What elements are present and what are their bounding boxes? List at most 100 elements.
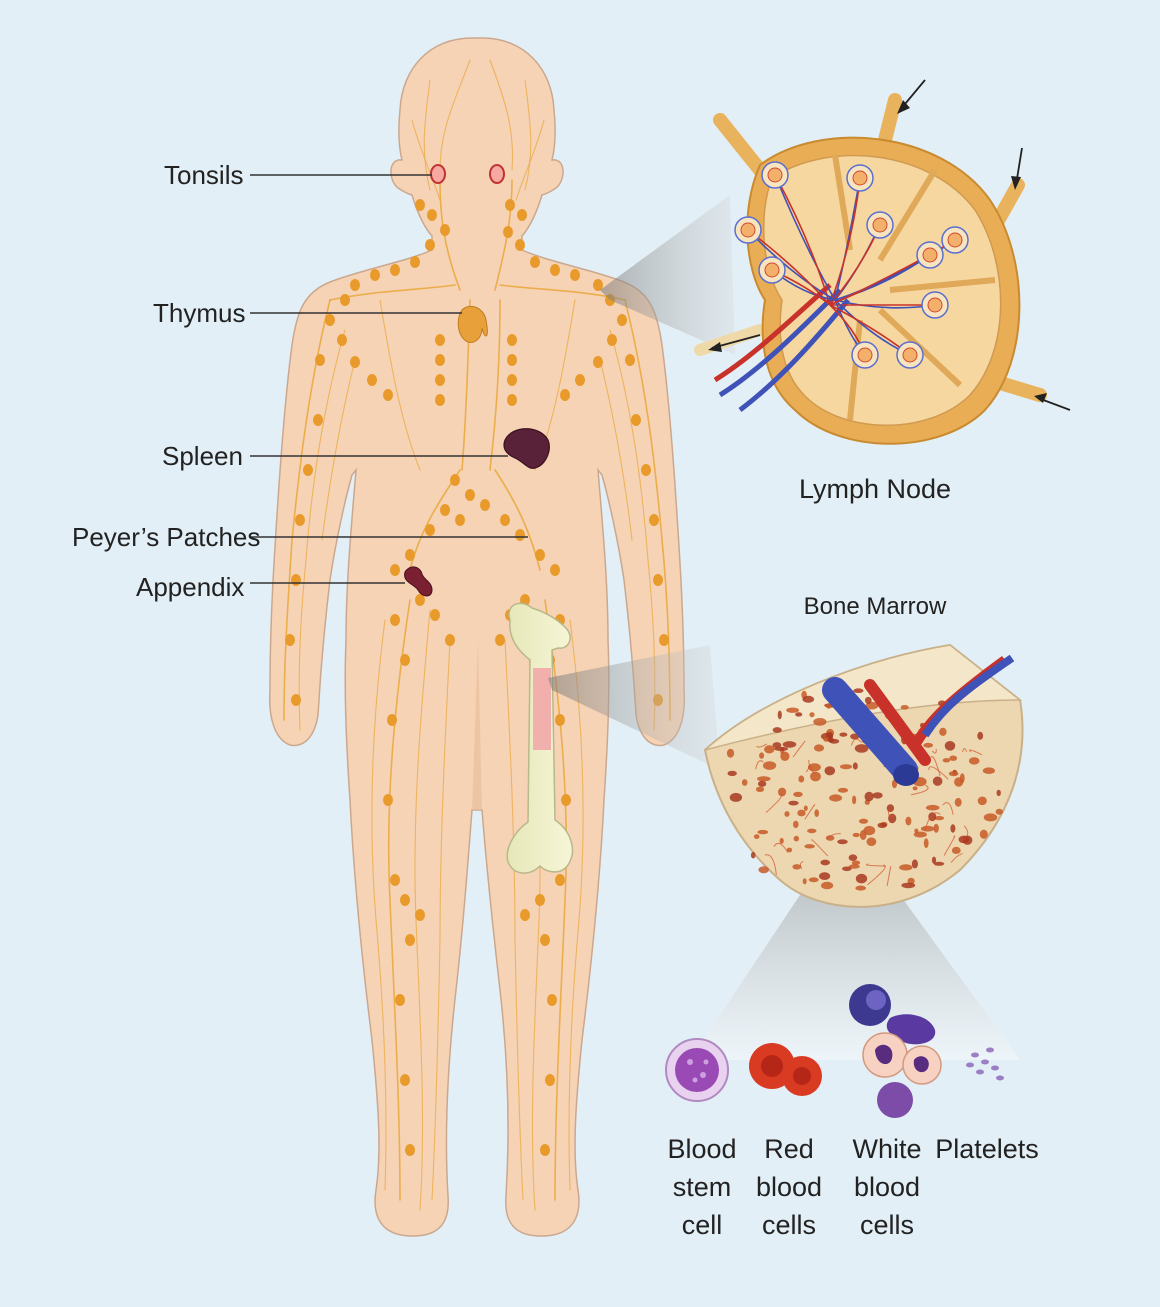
lymph-node-dot xyxy=(593,279,603,291)
marrow-spot xyxy=(866,837,877,846)
marrow-spot xyxy=(932,776,943,786)
lymph-node-label: Lymph Node xyxy=(799,474,951,504)
lymph-node-dot xyxy=(383,794,393,806)
lymph-node-dot xyxy=(435,334,445,346)
marrow-spot xyxy=(954,797,962,807)
lymph-node-dot xyxy=(405,549,415,561)
lymph-node-dot xyxy=(295,514,305,526)
marrow-spot xyxy=(810,771,821,782)
marrow-spot xyxy=(872,792,883,799)
marrow-spot xyxy=(848,854,858,861)
lymph-node-dot xyxy=(435,394,445,406)
lymph-node-dot xyxy=(593,356,603,368)
lymph-node-dot xyxy=(480,499,490,511)
marrow-spot xyxy=(995,808,1003,815)
marrow-capillary xyxy=(924,812,941,831)
platelet xyxy=(981,1059,989,1065)
lymph-node-dot xyxy=(530,256,540,268)
marrow-capillary xyxy=(811,839,829,857)
lymph-node-dot xyxy=(400,654,410,666)
marrow-spot xyxy=(852,832,860,838)
marrow-spot xyxy=(977,796,987,806)
node-follicle-center xyxy=(922,247,938,263)
marrow-spot xyxy=(793,835,799,842)
lymph-node-dot xyxy=(425,524,435,536)
red-blood-cells-label-line-1: Red xyxy=(764,1134,814,1164)
node-artery-branch xyxy=(829,177,861,306)
marrow-capillary xyxy=(950,852,963,863)
lymph-node-dot xyxy=(540,1144,550,1156)
bone-marrow-label: Bone Marrow xyxy=(804,593,947,620)
marrow-spot xyxy=(764,745,775,754)
node-follicle-center xyxy=(872,217,888,233)
marrow-spot xyxy=(793,791,803,798)
marrow-capillary xyxy=(962,747,968,753)
marrow-capillary xyxy=(808,759,816,775)
marrow-spot xyxy=(788,800,799,806)
marrow-spot xyxy=(829,794,843,802)
lymph-node-dot xyxy=(575,374,585,386)
marrow-spot xyxy=(755,786,765,792)
marrow-spot xyxy=(944,741,956,751)
lymph-node-dot xyxy=(390,614,400,626)
marrow-capillary xyxy=(887,806,890,818)
lymph-node-dot xyxy=(291,574,301,586)
lymph-node-dot xyxy=(405,934,415,946)
lymph-node-dot xyxy=(495,634,505,646)
lymph-node-dot xyxy=(337,334,347,346)
marrow-spot xyxy=(858,818,869,824)
lymph-node-dot xyxy=(617,314,627,326)
marrow-spot xyxy=(829,738,840,744)
marrow-spot xyxy=(950,824,956,833)
marrow-spot xyxy=(855,873,868,884)
lymph-node-dot xyxy=(303,464,313,476)
marrow-spot xyxy=(864,791,874,802)
marrow-spot xyxy=(813,744,825,752)
lymph-node-dot xyxy=(641,464,651,476)
marrow-spot xyxy=(854,744,869,753)
marrow-spot xyxy=(729,792,743,802)
lymph-node-dot xyxy=(425,239,435,251)
node-artery-branch xyxy=(829,239,956,306)
marrow-capillary xyxy=(931,748,937,754)
node-follicle-center xyxy=(852,170,868,186)
marrow-spot xyxy=(741,779,748,786)
lymph-node-dot xyxy=(560,389,570,401)
lymph-node-dot xyxy=(291,694,301,706)
lymph-vessel-network xyxy=(283,59,671,1211)
lymph-node-dot xyxy=(520,909,530,921)
marrow-spot xyxy=(814,809,819,817)
lymph-node-dot xyxy=(415,909,425,921)
marrow-spot xyxy=(901,882,916,889)
marrow-spot xyxy=(804,844,815,849)
marrow-spot xyxy=(786,707,799,713)
lymph-node-dot xyxy=(561,794,571,806)
marrow-spot xyxy=(793,820,799,829)
marrow-spot xyxy=(825,835,835,841)
lymph-node-dot xyxy=(653,574,663,586)
marrow-spot xyxy=(977,731,984,740)
lymph-node-dot xyxy=(400,1074,410,1086)
lymph-node-dot xyxy=(503,226,513,238)
marrow-spot xyxy=(925,804,940,811)
lymph-node-dot xyxy=(340,294,350,306)
red-blood-cells-label-line-3: cells xyxy=(762,1210,816,1240)
marrow-spot xyxy=(840,764,852,770)
lymph-node-dot xyxy=(285,634,295,646)
lymph-node-dot xyxy=(440,224,450,236)
lymph-node-dot xyxy=(450,474,460,486)
marrow-spot xyxy=(763,761,777,770)
marrow-spot xyxy=(757,780,767,787)
marrow-spot xyxy=(982,767,996,774)
marrow-spot xyxy=(931,856,937,864)
platelets-label: Platelets xyxy=(935,1134,1039,1164)
bone-marrow-detail xyxy=(703,643,1024,908)
marrow-spot xyxy=(803,805,808,811)
lymph-node-dot xyxy=(555,714,565,726)
thymus-label: Thymus xyxy=(153,298,245,328)
marrow-capillary xyxy=(910,784,929,796)
marrow-spot xyxy=(780,751,790,761)
lymph-node-dot xyxy=(455,514,465,526)
thymus-organ xyxy=(457,305,488,343)
